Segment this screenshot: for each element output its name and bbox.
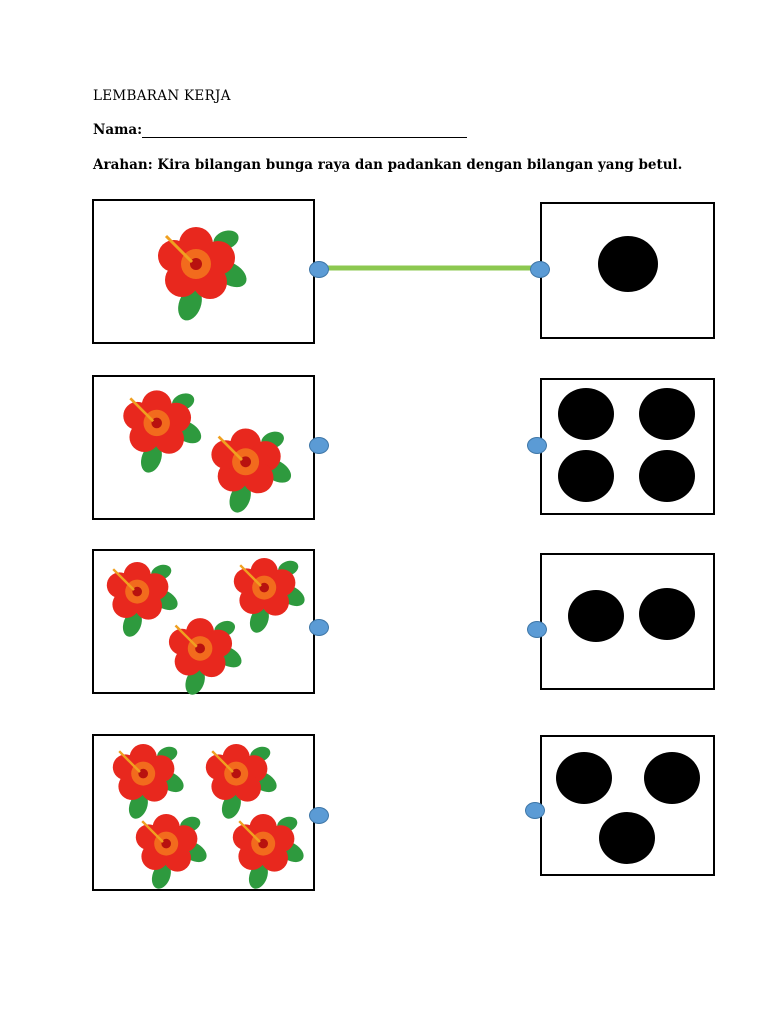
hibiscus-flower-icon xyxy=(164,614,246,700)
name-field[interactable] xyxy=(142,137,467,138)
dot xyxy=(558,450,614,502)
dot xyxy=(644,752,700,804)
right-connector-1[interactable] xyxy=(530,261,550,278)
right-connector-4[interactable] xyxy=(525,802,545,819)
dot xyxy=(598,236,658,292)
instruction-text: Arahan: Kira bilangan bunga raya dan pad… xyxy=(93,157,683,173)
dot xyxy=(639,450,695,502)
hibiscus-flower-icon xyxy=(102,558,182,642)
hibiscus-flower-icon xyxy=(206,424,296,518)
right-connector-3[interactable] xyxy=(527,621,547,638)
left-connector-2[interactable] xyxy=(309,437,329,454)
dot xyxy=(639,388,695,440)
name-label: Nama: xyxy=(93,122,143,138)
worksheet-title: LEMBARAN KERJA xyxy=(93,88,231,104)
dot xyxy=(568,590,624,642)
left-connector-3[interactable] xyxy=(309,619,329,636)
dot xyxy=(558,388,614,440)
hibiscus-flower-icon xyxy=(118,386,206,478)
dot xyxy=(599,812,655,864)
hibiscus-flower-icon xyxy=(152,222,252,326)
dot xyxy=(556,752,612,804)
hibiscus-flower-icon xyxy=(201,740,281,824)
dot xyxy=(639,588,695,640)
hibiscus-flower-icon xyxy=(228,810,308,894)
hibiscus-flower-icon xyxy=(131,810,211,894)
right-connector-2[interactable] xyxy=(527,437,547,454)
hibiscus-flower-icon xyxy=(108,740,188,824)
hibiscus-flower-icon xyxy=(229,554,309,638)
left-connector-1[interactable] xyxy=(309,261,329,278)
left-connector-4[interactable] xyxy=(309,807,329,824)
